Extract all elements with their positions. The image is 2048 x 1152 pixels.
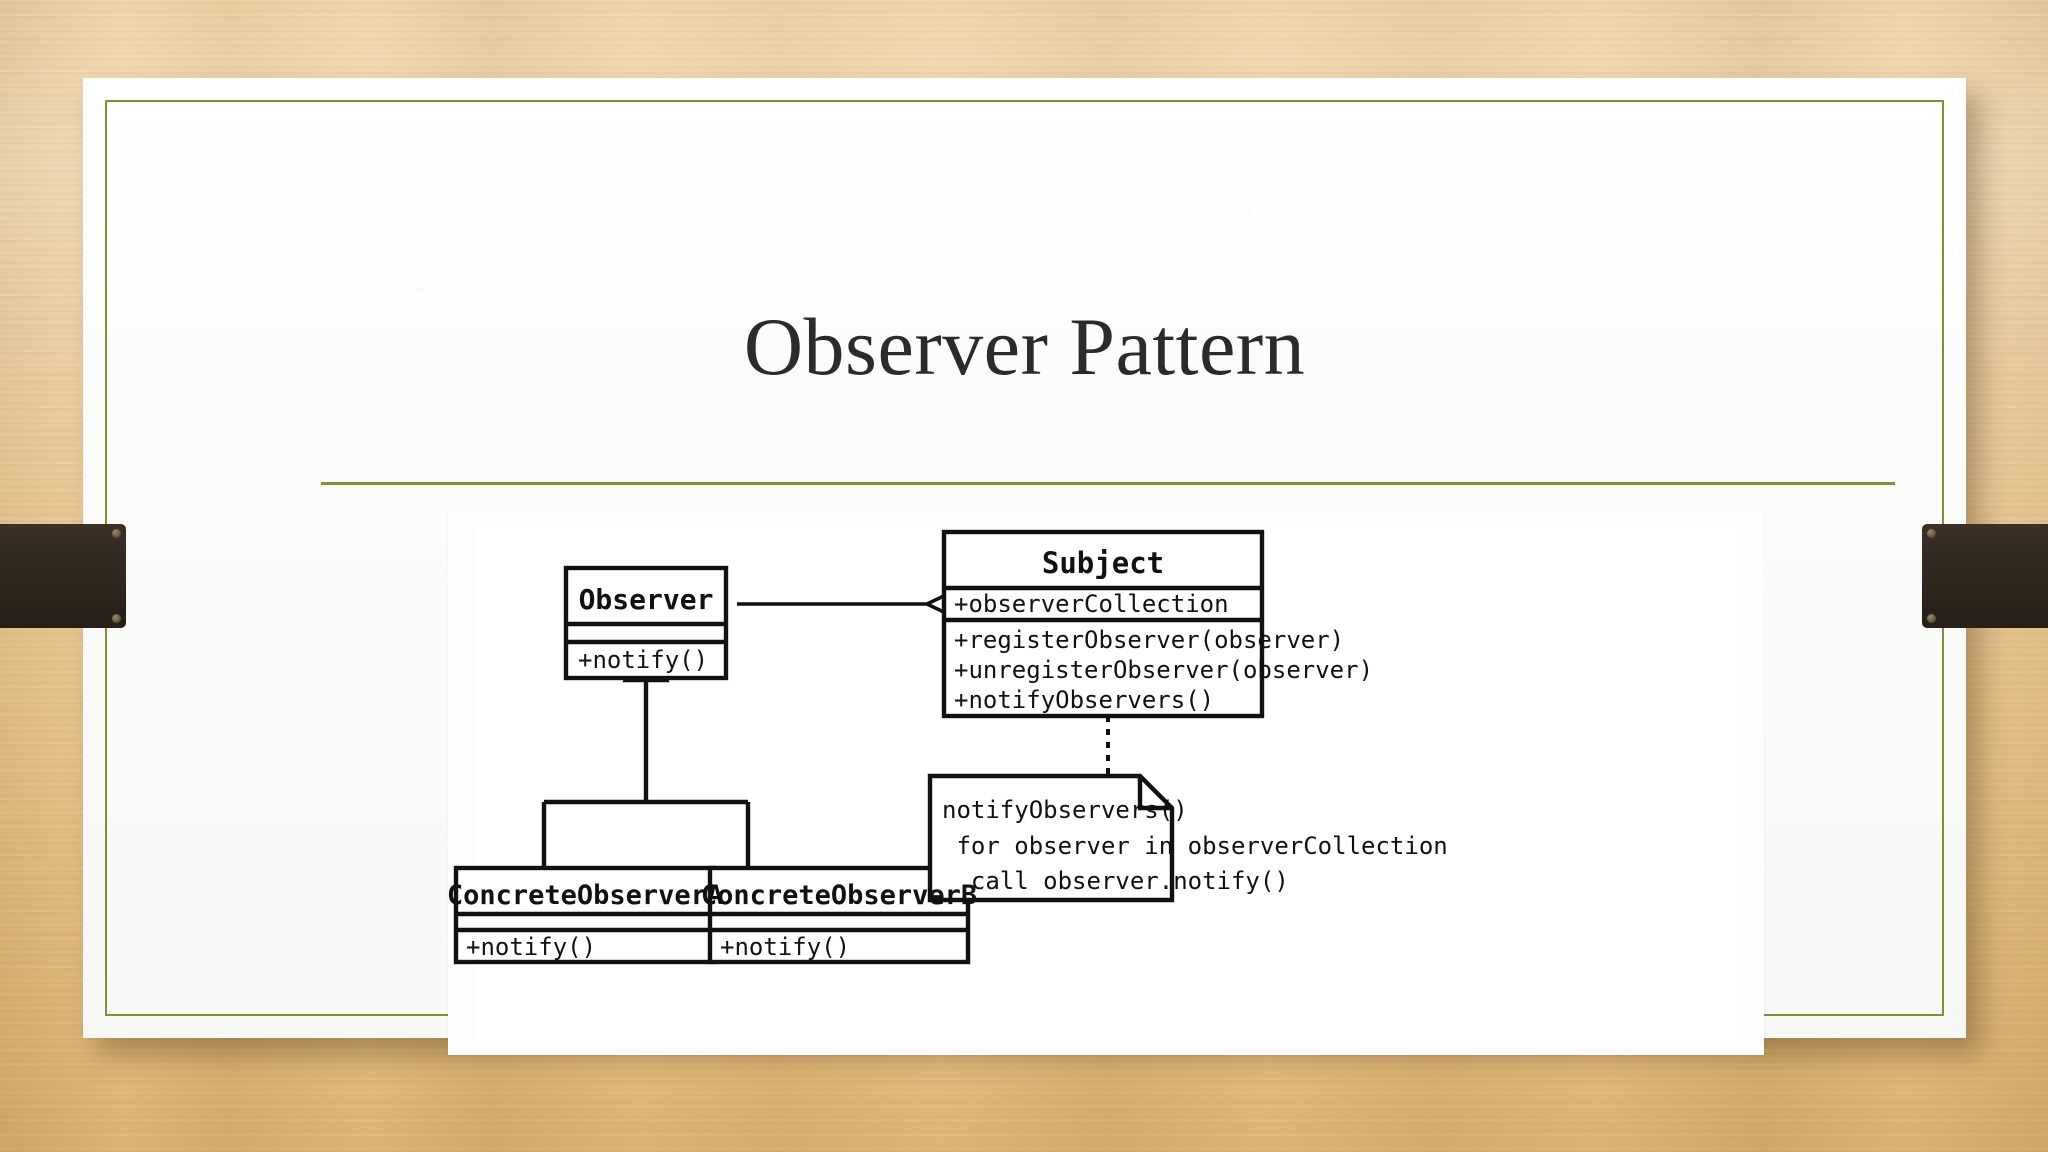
uml-class-observer <box>563 565 729 681</box>
class-name-subject: Subject <box>1042 546 1164 580</box>
title-underline-rule <box>321 482 1895 485</box>
subject-operation-2: +notifyObservers() <box>954 686 1214 714</box>
note-line-1: for observer in observerCollection <box>942 832 1448 860</box>
observer-operation-0: +notify() <box>578 646 708 674</box>
concrete-observer-a-operation-0: +notify() <box>466 933 596 961</box>
uml-note-shape <box>927 773 1175 903</box>
uml-diagram-panel: Observer +notify() Subject +observerColl… <box>448 512 1764 1055</box>
subject-attribute-0: +observerCollection <box>954 590 1229 618</box>
uml-class-subject <box>941 529 1265 719</box>
subject-operation-0: +registerObserver(observer) <box>954 626 1344 654</box>
slide-canvas: Observer Pattern <box>83 78 1966 1055</box>
uml-class-concrete-observer-a <box>453 865 717 965</box>
note-folded-corner-icon <box>1137 776 1172 811</box>
class-name-concrete-observer-a: ConcreteObserverA <box>448 880 723 911</box>
uml-class-concrete-observer-b <box>707 865 971 965</box>
ribbon-strap-right <box>1922 524 2048 628</box>
note-line-2: call observer.notify() <box>942 867 1289 895</box>
uml-class-diagram: Observer +notify() Subject +observerColl… <box>448 529 1448 965</box>
class-name-observer: Observer <box>579 583 714 616</box>
note-line-0: notifyObservers() <box>942 796 1188 824</box>
ribbon-strap-left <box>0 524 126 628</box>
concrete-observer-b-operation-0: +notify() <box>720 933 850 961</box>
subject-operation-1: +unregisterObserver(observer) <box>954 656 1373 684</box>
page-title: Observer Pattern <box>743 301 1306 392</box>
class-name-concrete-observer-b: ConcreteObserverB <box>701 880 977 911</box>
